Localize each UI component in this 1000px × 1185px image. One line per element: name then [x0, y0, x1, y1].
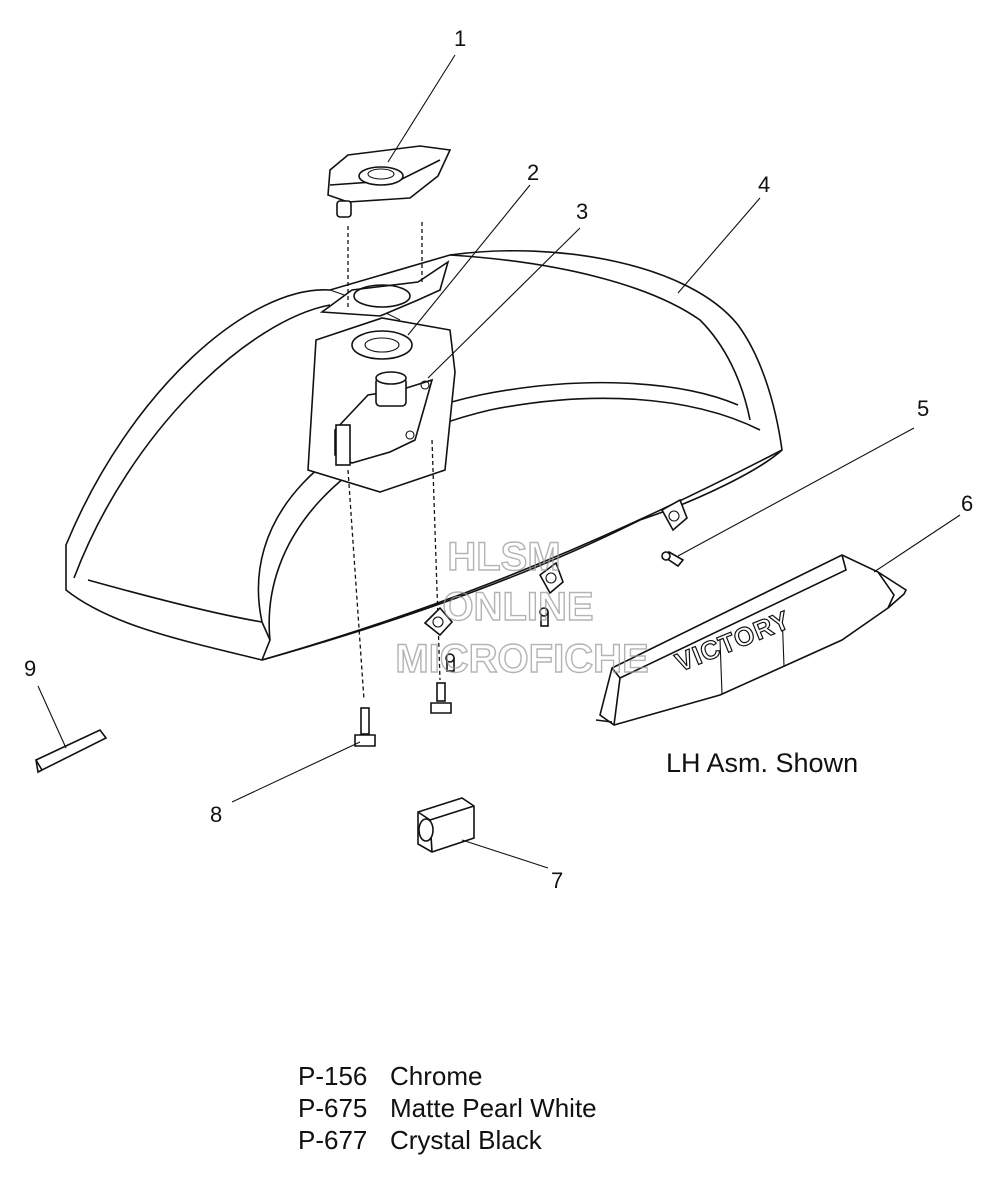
- color-code: P-156: [298, 1061, 368, 1091]
- watermark-line-3: MICROFICHE: [395, 637, 648, 681]
- callout-6: 6: [961, 491, 973, 516]
- assembly-guide-lines: [347, 222, 441, 701]
- rubber-bushing: [417, 797, 475, 853]
- callout-9: 9: [24, 656, 36, 681]
- tank-mount-points: [423, 498, 688, 637]
- screw-small: [445, 607, 549, 672]
- color-name: Matte Pearl White: [390, 1093, 597, 1123]
- rubber-strip: [34, 728, 108, 774]
- color-option: P-677 Crystal Black: [298, 1124, 597, 1156]
- color-option: P-675 Matte Pearl White: [298, 1092, 597, 1124]
- color-options-list: P-156 Chrome P-675 Matte Pearl White P-677…: [298, 1060, 597, 1156]
- color-code: P-677: [298, 1125, 368, 1155]
- callout-numbers: 1 2 3 4 5 6 7 8 9: [24, 26, 973, 893]
- callout-1: 1: [454, 26, 466, 51]
- fuel-door: [327, 145, 452, 218]
- leader-lines: [37, 54, 961, 869]
- callout-3: 3: [576, 199, 588, 224]
- lock-bracket: [334, 371, 434, 466]
- color-option: P-156 Chrome: [298, 1060, 597, 1092]
- callout-8: 8: [210, 802, 222, 827]
- watermark-line-1: HLSM: [447, 535, 560, 579]
- screw-part-5: [661, 551, 685, 568]
- bolt-part-8: [354, 682, 452, 747]
- callout-4: 4: [758, 172, 770, 197]
- callout-5: 5: [917, 396, 929, 421]
- gasket-ring: [351, 330, 413, 360]
- color-name: Chrome: [390, 1061, 483, 1091]
- watermark: HLSM ONLINE MICROFICHE: [395, 534, 650, 681]
- color-code: P-675: [298, 1093, 368, 1123]
- callout-7: 7: [551, 868, 563, 893]
- assembly-note: LH Asm. Shown: [666, 748, 859, 778]
- color-name: Crystal Black: [390, 1125, 542, 1155]
- callout-2: 2: [527, 160, 539, 185]
- watermark-line-2: ONLINE: [442, 585, 593, 629]
